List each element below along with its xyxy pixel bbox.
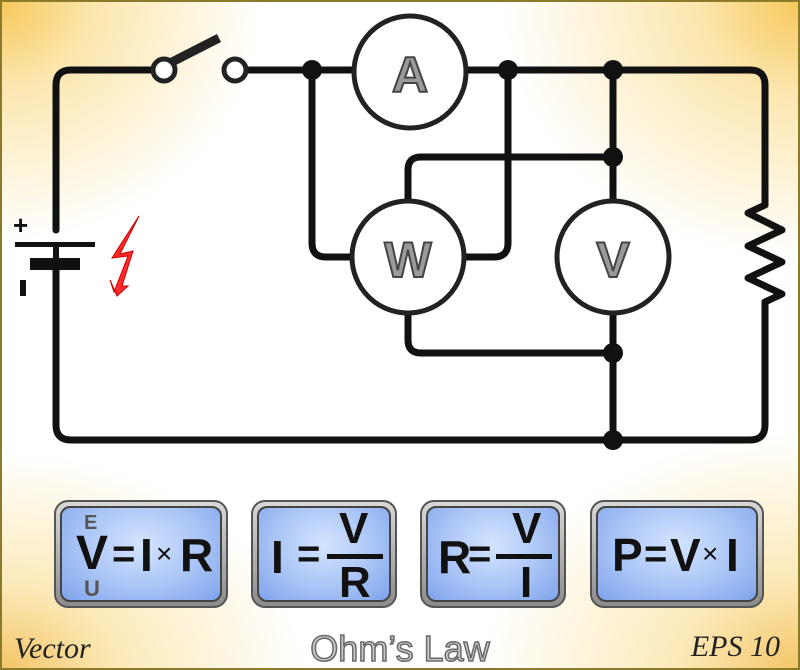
- formula-i: I: [726, 529, 739, 581]
- fraction-bar: [496, 554, 552, 559]
- svg-text:A: A: [392, 47, 428, 103]
- wire-junction-to-wattmeter: [308, 66, 356, 261]
- formula-v-label: V: [76, 527, 109, 580]
- formula-i: I: [140, 529, 153, 581]
- formula-card-power: P = V × I: [590, 500, 764, 608]
- formula-denominator: R: [339, 558, 371, 607]
- formula-u-label: U: [84, 576, 100, 601]
- svg-text:W: W: [384, 232, 432, 288]
- wire-top-right: [462, 66, 769, 209]
- fraction-bar: [327, 554, 383, 559]
- formula-r: R: [180, 529, 214, 581]
- formula-numerator: V: [339, 504, 369, 553]
- battery-negative-label: [20, 280, 26, 296]
- formula-equals: =: [468, 532, 492, 576]
- wattmeter-icon: W: [349, 198, 467, 316]
- junction-dots: [302, 60, 623, 450]
- switch-icon: [150, 33, 249, 84]
- formula-times: ×: [156, 538, 173, 569]
- voltmeter-icon: V: [554, 198, 672, 316]
- formula-equals: =: [644, 532, 668, 576]
- wire-ammeter-to-wattmeter: [460, 66, 512, 261]
- formula-numerator: V: [512, 504, 542, 553]
- formula-equals: =: [112, 532, 136, 576]
- wire-wattmeter-bottom-loop: [404, 308, 617, 357]
- formula-equals: =: [297, 532, 321, 576]
- formula-p: P: [612, 529, 643, 581]
- formula-denominator: I: [520, 558, 533, 607]
- battery-positive-label: +: [13, 210, 28, 240]
- wire-battery-to-switch: [52, 66, 156, 234]
- lightning-bolt-icon: [109, 215, 140, 297]
- footer-eps-label: EPS 10: [690, 630, 780, 663]
- formula-i: I: [271, 531, 284, 583]
- footer-vector-label: Vector: [14, 632, 91, 665]
- svg-text:V: V: [596, 232, 630, 288]
- formula-v: V: [670, 529, 701, 581]
- formula-card-current: I = V R: [251, 500, 397, 608]
- formula-r: R: [438, 531, 472, 583]
- formula-e-label: E: [84, 512, 98, 534]
- battery-icon: [15, 242, 95, 270]
- formula-times: ×: [702, 538, 719, 569]
- page-title: Ohm’s Law: [310, 627, 491, 670]
- resistor: [744, 201, 786, 306]
- wire-right-bottom: [52, 258, 769, 444]
- wire-wattmeter-top-loop: [404, 153, 617, 204]
- ammeter-icon: A: [351, 13, 469, 131]
- formula-card-ohms-law: E V U = I × R: [54, 500, 228, 608]
- formula-card-resistance: R = V I: [420, 500, 566, 608]
